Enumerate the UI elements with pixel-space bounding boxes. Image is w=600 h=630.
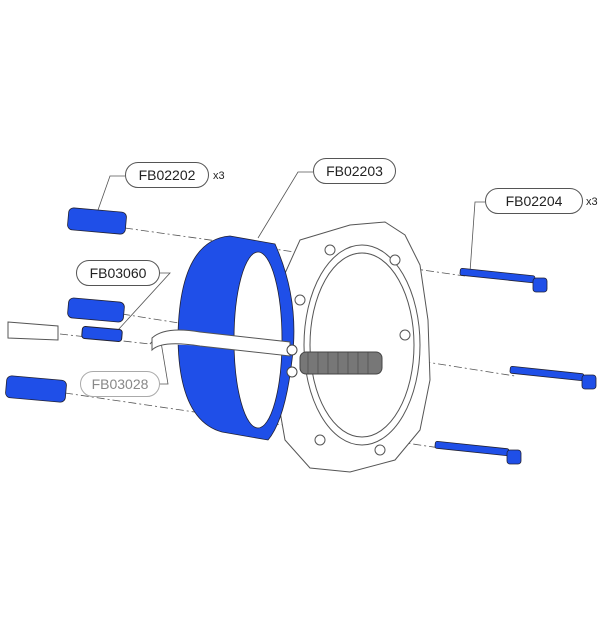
bolts <box>434 267 597 465</box>
callout-fb02203: FB02203 <box>313 158 396 184</box>
tube <box>7 321 59 341</box>
housing-plate <box>275 221 431 473</box>
callout-fb02204: FB02204 <box>485 188 583 214</box>
callout-fb02202: FB02202 <box>125 162 209 188</box>
spacers <box>5 207 127 403</box>
callout-fb02204-qty: x3 <box>586 196 598 208</box>
callout-fb03060: FB03060 <box>76 260 160 286</box>
callout-fb03028: FB03028 <box>80 371 160 397</box>
fitting <box>81 326 123 342</box>
callout-fb02202-qty: x3 <box>213 170 225 182</box>
spring <box>299 351 383 375</box>
leader-lines <box>97 171 485 385</box>
